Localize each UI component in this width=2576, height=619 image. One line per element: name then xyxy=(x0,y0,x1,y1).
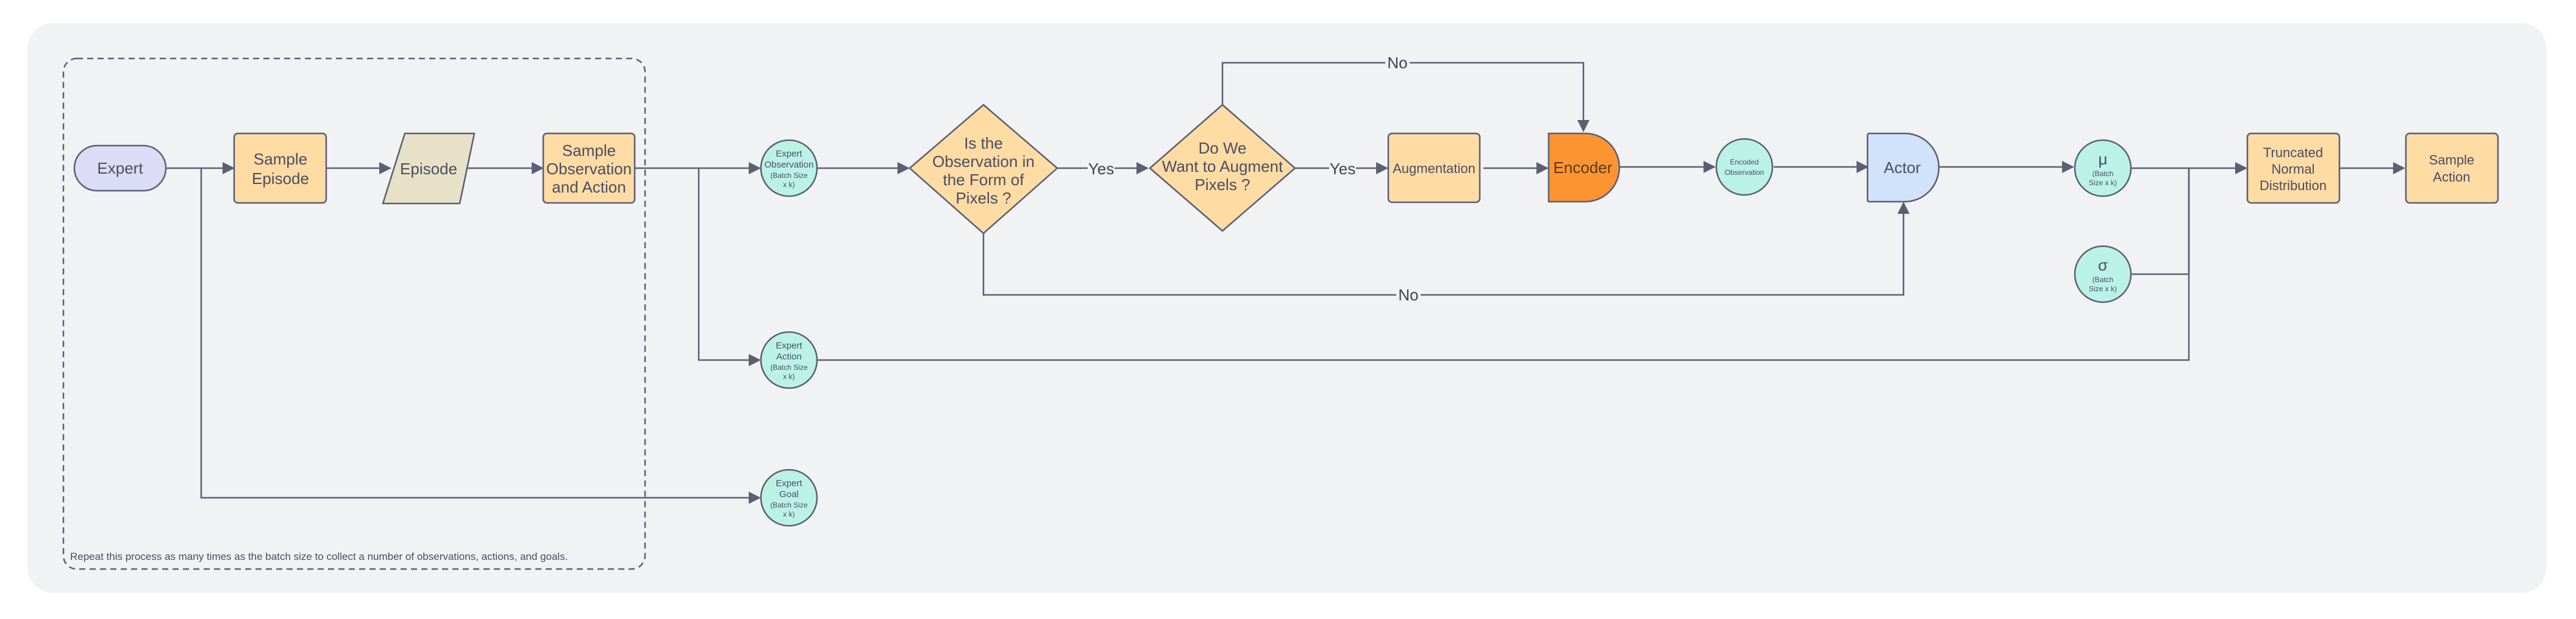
svg-text:Augmentation: Augmentation xyxy=(1393,161,1475,176)
svg-text:Want to Augment: Want to Augment xyxy=(1162,157,1283,175)
svg-text:x k): x k) xyxy=(783,180,794,189)
node-expert-goal[interactable]: Expert Goal (Batch Size x k) xyxy=(760,469,818,527)
svg-text:Episode: Episode xyxy=(400,160,457,178)
board-background xyxy=(27,23,2547,593)
edge-sample-obs-expert-action xyxy=(698,168,761,366)
svg-text:Encoded: Encoded xyxy=(1730,158,1758,166)
svg-text:Observation in: Observation in xyxy=(932,152,1035,171)
svg-text:Do We: Do We xyxy=(1199,139,1247,157)
svg-text:Expert: Expert xyxy=(97,159,143,177)
node-truncated-normal[interactable]: Truncated Normal Distribution xyxy=(2246,132,2341,204)
node-episode[interactable]: Episode xyxy=(382,132,476,205)
node-decision-pixels[interactable]: Is the Observation in the Form of Pixels… xyxy=(908,104,1058,235)
svg-text:Truncated: Truncated xyxy=(2263,145,2323,160)
node-encoded-observation[interactable]: Encoded Observation xyxy=(1715,138,1774,196)
svg-text:the Form of: the Form of xyxy=(943,171,1025,189)
svg-text:Expert: Expert xyxy=(776,478,802,489)
svg-text:Pixels ?: Pixels ? xyxy=(1194,175,1250,194)
svg-text:σ: σ xyxy=(2098,256,2108,274)
node-sample-episode[interactable]: Sample Episode xyxy=(233,132,327,204)
svg-text:Size x k): Size x k) xyxy=(2089,179,2117,187)
svg-text:Sample: Sample xyxy=(254,150,307,168)
edge-decision-pixels-no xyxy=(982,202,1910,296)
node-sample-action[interactable]: Sample Action xyxy=(2405,132,2499,204)
svg-text:Observation: Observation xyxy=(1725,168,1764,177)
svg-text:Goal: Goal xyxy=(779,489,799,500)
svg-text:(Batch: (Batch xyxy=(2093,169,2114,178)
svg-text:Action: Action xyxy=(776,352,802,362)
svg-text:and Action: and Action xyxy=(552,178,626,196)
batch-group-box xyxy=(62,57,646,570)
edge-expert-goal xyxy=(200,168,761,504)
svg-text:Sample: Sample xyxy=(562,141,616,160)
node-sample-observation-action[interactable]: Sample Observation and Action xyxy=(542,132,636,204)
node-expert[interactable]: Expert xyxy=(73,144,167,192)
svg-text:Episode: Episode xyxy=(252,169,309,188)
batch-group-note: Repeat this process as many times as the… xyxy=(70,551,568,562)
edge-label-no-top: No xyxy=(1387,54,1407,72)
node-expert-action[interactable]: Expert Action (Batch Size x k) xyxy=(760,331,818,389)
svg-text:Actor: Actor xyxy=(1884,158,1921,177)
svg-text:(Batch Size: (Batch Size xyxy=(770,501,808,509)
edge-label-yes-2: Yes xyxy=(1330,160,1355,178)
svg-text:Normal: Normal xyxy=(2272,161,2315,177)
svg-text:Pixels ?: Pixels ? xyxy=(955,189,1011,207)
svg-text:Distribution: Distribution xyxy=(2260,178,2327,193)
svg-text:Expert: Expert xyxy=(776,149,802,159)
svg-text:Expert: Expert xyxy=(776,341,802,351)
edge-label-yes-1: Yes xyxy=(1088,160,1114,178)
svg-text:(Batch Size: (Batch Size xyxy=(770,171,808,180)
edge-label-no-bottom: No xyxy=(1398,286,1418,304)
svg-text:Observation: Observation xyxy=(765,160,814,170)
node-actor[interactable]: Actor xyxy=(1866,132,1940,203)
node-expert-observation[interactable]: Expert Observation (Batch Size x k) xyxy=(760,139,818,197)
svg-text:(Batch Size: (Batch Size xyxy=(770,363,808,372)
svg-text:x k): x k) xyxy=(783,372,794,381)
svg-text:μ: μ xyxy=(2099,150,2108,168)
node-augmentation[interactable]: Augmentation xyxy=(1387,132,1481,203)
node-sigma[interactable]: σ (Batch Size x k) xyxy=(2074,245,2132,303)
node-decision-augment[interactable]: Do We Want to Augment Pixels ? xyxy=(1149,104,1296,232)
svg-text:Is the: Is the xyxy=(964,134,1003,152)
svg-text:Encoder: Encoder xyxy=(1554,158,1613,177)
svg-text:Observation: Observation xyxy=(546,160,632,178)
svg-text:Sample: Sample xyxy=(2429,152,2475,168)
svg-text:Size x k): Size x k) xyxy=(2089,285,2117,293)
svg-text:(Batch: (Batch xyxy=(2093,275,2114,284)
svg-text:x k): x k) xyxy=(783,510,794,518)
node-mu[interactable]: μ (Batch Size x k) xyxy=(2074,139,2132,197)
edge-expert-action-truncated xyxy=(817,168,2190,361)
node-encoder[interactable]: Encoder xyxy=(1547,132,1621,203)
svg-text:Action: Action xyxy=(2433,169,2470,185)
